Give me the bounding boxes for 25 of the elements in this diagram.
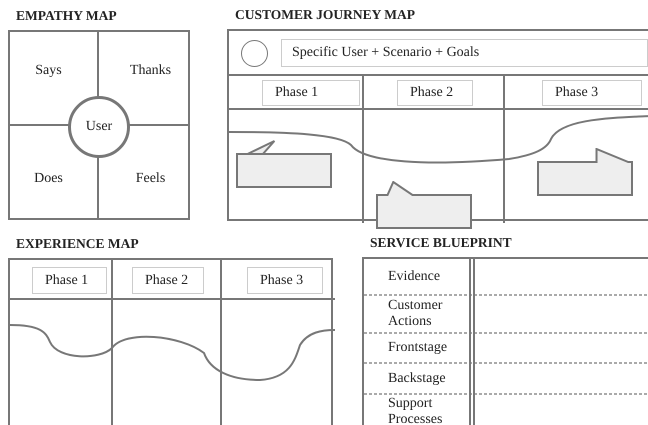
- persona-field: Specific User + Scenario + Goals: [281, 39, 648, 67]
- quadrant-label: Feels: [136, 171, 166, 187]
- lane-label: Frontstage: [364, 333, 462, 363]
- quadrant-label: Thanks: [130, 63, 172, 79]
- speech-bubble: [236, 140, 332, 188]
- section-heading: SERVICE BLUEPRINT: [370, 235, 512, 251]
- quadrant-label: Does: [34, 171, 63, 187]
- persona-circle: [241, 40, 268, 67]
- lane-label: Support Processes: [364, 394, 462, 425]
- speech-bubble: [537, 148, 633, 196]
- phase-label: Phase 3: [542, 80, 642, 106]
- section-heading: CUSTOMER JOURNEY MAP: [235, 7, 416, 23]
- section-heading: EXPERIENCE MAP: [16, 236, 139, 252]
- speech-bubble: [376, 181, 472, 229]
- quadrant-label: Says: [35, 63, 62, 79]
- phase-label: Phase 2: [132, 267, 204, 294]
- lane-label: Evidence: [364, 259, 462, 295]
- lane-label: Customer Actions: [364, 295, 462, 333]
- phase-label: Phase 3: [247, 267, 323, 294]
- phase-label: Phase 1: [262, 80, 360, 106]
- lane-label: Backstage: [364, 363, 462, 394]
- user-circle: User: [68, 96, 130, 158]
- phase-label: Phase 1: [32, 267, 107, 294]
- phase-label: Phase 2: [397, 80, 473, 106]
- section-heading: EMPATHY MAP: [16, 8, 117, 24]
